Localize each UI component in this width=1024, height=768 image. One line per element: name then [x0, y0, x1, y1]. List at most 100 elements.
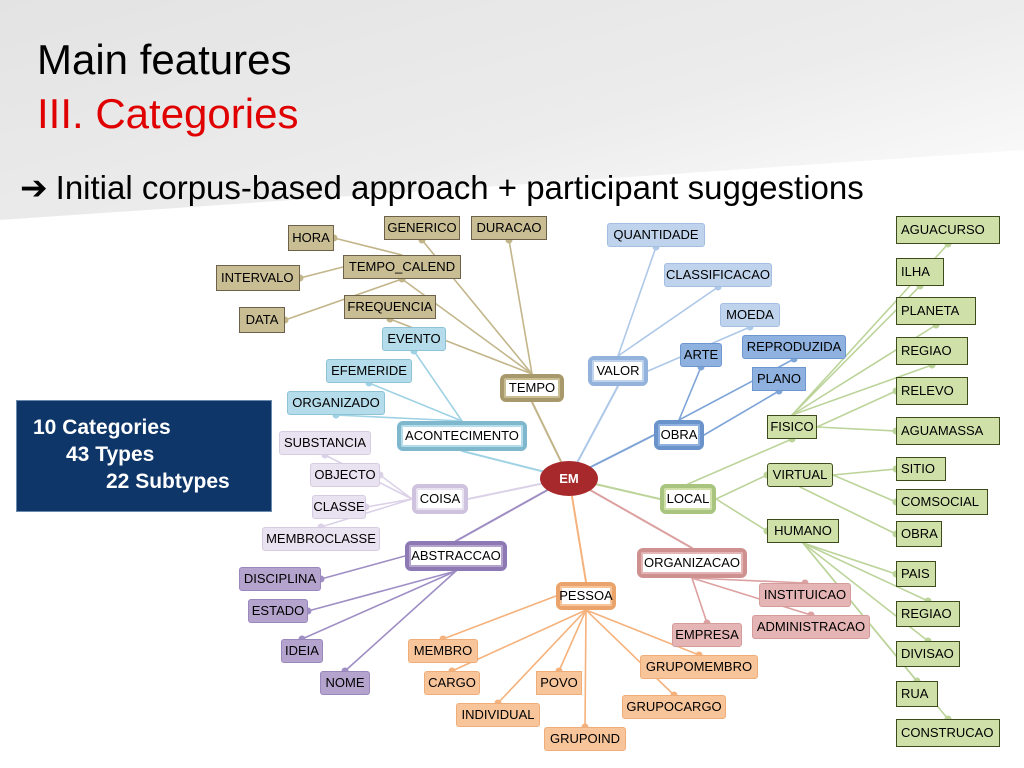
- node-instituicao: INSTITUICAO: [759, 583, 851, 607]
- node-acontecimento: ACONTECIMENTO: [397, 421, 527, 451]
- connector-pessoa-grupocargo: [585, 609, 675, 696]
- connector-valor-classificacao: [617, 286, 719, 357]
- node-objecto: OBJECTO: [310, 463, 380, 487]
- connector-abstraccao-nome: [344, 570, 457, 672]
- node-aguacurso: AGUACURSO: [896, 216, 1000, 244]
- node-ilha: ILHA: [896, 258, 944, 286]
- slide-title: Main features: [37, 36, 292, 83]
- connector-fisico-aguamassa: [816, 426, 897, 432]
- connector-acontecimento-evento: [413, 350, 463, 422]
- connector-obra-plano: [703, 390, 780, 436]
- summary-box: 10 Categories 43 Types 22 Subtypes: [16, 400, 272, 512]
- node-substancia: SUBSTANCIA: [279, 431, 371, 455]
- node-tempo-calend: TEMPO_CALEND: [343, 255, 461, 279]
- node-estado: ESTADO: [248, 599, 308, 623]
- node-tempo: TEMPO: [500, 374, 564, 402]
- connector-tempo_calend-intervalo: [299, 266, 344, 279]
- node-cargo: CARGO: [424, 671, 480, 695]
- connector-valor-quantidade: [617, 246, 657, 357]
- node-organizado: ORGANIZADO: [287, 391, 385, 415]
- connector-humano-regiao_h: [802, 542, 929, 602]
- node-quantidade: QUANTIDADE: [607, 223, 705, 247]
- node-obra: OBRA: [654, 420, 704, 450]
- slide-tagline: ➔Initial corpus-based approach + partici…: [20, 168, 864, 208]
- node-membroclasse: MEMBROCLASSE: [262, 527, 380, 551]
- connector-local-virtual: [715, 474, 768, 500]
- node-sitio: SITIO: [896, 457, 946, 481]
- node-moeda: MOEDA: [720, 303, 780, 327]
- connector-pessoa-individual: [497, 609, 587, 704]
- node-reproduzida: REPRODUZIDA: [742, 335, 846, 359]
- node-valor: VALOR: [588, 356, 648, 386]
- node-hora: HORA: [288, 225, 334, 251]
- summary-subtypes: 22 Subtypes: [106, 470, 230, 493]
- connector-organizacao-empresa: [691, 577, 708, 624]
- connector-abstraccao-estado: [307, 570, 457, 612]
- node-pais: PAIS: [896, 561, 936, 587]
- node-fisico: FISICO: [767, 415, 817, 439]
- node-classificacao: CLASSIFICACAO: [664, 263, 772, 287]
- node-virtual: VIRTUAL: [767, 463, 833, 487]
- connector-organizacao-administracao: [691, 577, 812, 616]
- node-grupoind: GRUPOIND: [544, 727, 626, 751]
- node-generico: GENERICO: [384, 216, 460, 240]
- node-abstraccao: ABSTRACCAO: [405, 541, 507, 571]
- connector-virtual-sitio: [832, 468, 897, 476]
- node-data: DATA: [239, 307, 285, 333]
- node-empresa: EMPRESA: [672, 623, 742, 647]
- connector-local-fisico: [687, 438, 793, 485]
- connector-coisa-membroclasse: [320, 498, 413, 528]
- connector-fisico-relevo: [816, 390, 897, 428]
- connector-virtual-comsocial: [832, 474, 897, 503]
- node-frequencia: FREQUENCIA: [344, 295, 436, 319]
- connector-humano-pais: [802, 542, 897, 575]
- node-povo: POVO: [536, 671, 582, 695]
- node-relevo: RELEVO: [896, 377, 968, 405]
- connector-organizacao-instituicao: [691, 577, 806, 584]
- slide-subtitle: III. Categories: [37, 90, 299, 137]
- node-coisa: COISA: [412, 484, 468, 514]
- connector-tempo-tempo_calend: [401, 278, 533, 375]
- connector-pessoa-membro: [442, 595, 557, 640]
- connector-coisa-objecto: [379, 474, 413, 500]
- connector-abstraccao-disciplina: [320, 555, 406, 580]
- node-plano: PLANO: [752, 367, 806, 391]
- connector-obra-arte: [678, 366, 702, 421]
- connector-acontecimento-efemeride: [368, 382, 463, 422]
- node-nome: NOME: [320, 671, 370, 695]
- connector-tempo_calend-hora: [333, 237, 403, 256]
- connector-fisico-regiao_f: [791, 364, 933, 416]
- node-pessoa: PESSOA: [556, 582, 616, 610]
- node-local: LOCAL: [660, 484, 716, 514]
- node-ideia: IDEIA: [281, 639, 323, 663]
- node-duracao: DURACAO: [471, 216, 547, 240]
- connector-acontecimento-organizado: [335, 414, 463, 422]
- node-planeta: PLANETA: [896, 297, 976, 325]
- node-regiao-h: REGIAO: [896, 601, 960, 627]
- node-classe: CLASSE: [312, 495, 366, 519]
- node-membro: MEMBRO: [408, 639, 478, 663]
- summary-categories: 10 Categories: [33, 416, 171, 439]
- node-arte: ARTE: [680, 343, 722, 367]
- connector-coisa-classe: [365, 498, 413, 508]
- node-humano: HUMANO: [767, 519, 839, 543]
- node-obra-v: OBRA: [896, 521, 942, 547]
- connector-local-humano: [715, 498, 768, 532]
- node-evento: EVENTO: [382, 327, 446, 351]
- node-construcao: CONSTRUCAO: [896, 719, 1000, 747]
- connector-pessoa-grupoind: [584, 609, 587, 728]
- arrow-right-icon: ➔: [20, 169, 48, 206]
- summary-types: 43 Types: [66, 443, 155, 466]
- node-comsocial: COMSOCIAL: [896, 489, 988, 515]
- node-organizacao: ORGANIZACAO: [637, 548, 747, 578]
- node-individual: INDIVIDUAL: [456, 703, 540, 727]
- node-grupocargo: GRUPOCARGO: [622, 695, 726, 719]
- connector-tempo_calend-data: [284, 278, 403, 321]
- node-grupomembro: GRUPOMEMBRO: [640, 655, 758, 679]
- connector-tempo-duracao: [508, 239, 533, 375]
- node-efemeride: EFEMERIDE: [326, 359, 412, 383]
- node-intervalo: INTERVALO: [216, 265, 300, 291]
- connector-abstraccao-ideia: [301, 570, 457, 640]
- node-regiao-f: REGIAO: [896, 337, 968, 365]
- node-administracao: ADMINISTRACAO: [752, 615, 870, 639]
